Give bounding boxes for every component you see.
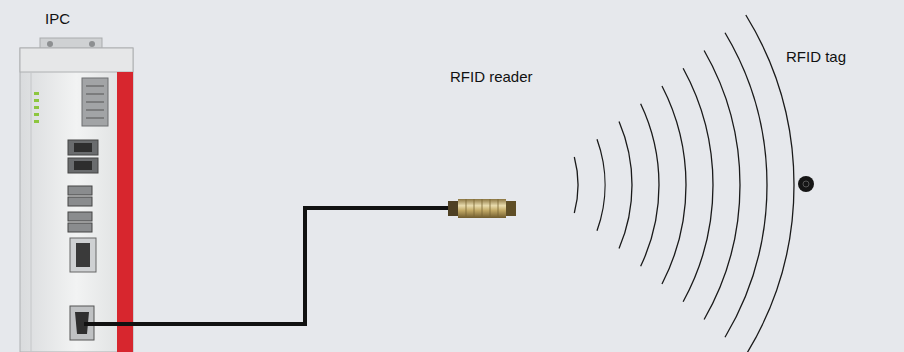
wave-arc bbox=[597, 139, 605, 231]
reader-node: RFID reader bbox=[444, 66, 539, 220]
wave-arc bbox=[641, 104, 659, 267]
cable bbox=[84, 322, 138, 326]
node-label: IPC bbox=[45, 10, 70, 27]
node-label: RFID reader bbox=[450, 68, 533, 85]
tag-node: RFID tag bbox=[782, 46, 866, 196]
radio-waves bbox=[574, 15, 794, 352]
tag-dot bbox=[798, 176, 814, 192]
wave-arc bbox=[725, 33, 767, 338]
cable bbox=[138, 208, 444, 324]
node-label: RFID tag bbox=[786, 48, 846, 65]
wave-arc bbox=[746, 15, 794, 352]
wave-arc bbox=[662, 86, 686, 284]
wave-arc bbox=[574, 157, 578, 213]
wave-arc bbox=[619, 122, 632, 249]
tag-dot bbox=[803, 181, 809, 187]
wave-arc bbox=[704, 51, 740, 320]
ipc-device bbox=[20, 38, 133, 352]
wave-arc bbox=[683, 68, 713, 302]
device-node: IPC bbox=[18, 8, 138, 352]
reader-cylinder bbox=[448, 199, 516, 218]
